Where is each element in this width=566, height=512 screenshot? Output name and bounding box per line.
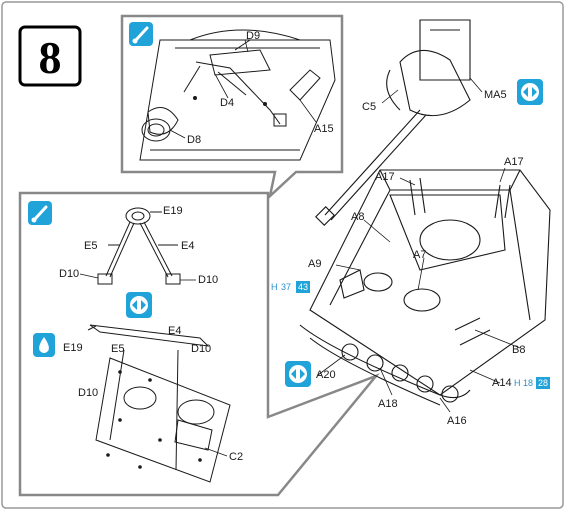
- main-vehicle-drawing: C5 MA5 A17 A17 A8 A9 A7 H 37 43 A20 A18 …: [271, 19, 551, 427]
- callout-d8: D8: [187, 134, 201, 146]
- callout-a20: A20: [316, 369, 336, 381]
- cement-drop-icon: [33, 333, 55, 357]
- mirror-arrows-icon: [517, 79, 543, 105]
- paint-ref-code: 43: [298, 282, 308, 292]
- callout-a8: A8: [351, 211, 364, 223]
- mirror-arrows-icon: [126, 292, 152, 318]
- paint-ref-h18-28: H 18 28: [514, 377, 550, 389]
- callout-e4: E4: [181, 240, 194, 252]
- callout-e4: E4: [168, 325, 181, 337]
- callout-e5: E5: [84, 240, 97, 252]
- step-number: 8: [39, 32, 62, 83]
- callout-ma5: MA5: [484, 89, 507, 101]
- callout-e19: E19: [163, 205, 183, 217]
- glue-bottle-icon: [28, 201, 52, 225]
- callout-c2: C2: [229, 451, 243, 463]
- callout-a17: A17: [504, 156, 524, 168]
- paint-ref-code: 18: [523, 378, 533, 388]
- callout-e19: E19: [63, 342, 83, 354]
- callout-a14: A14: [492, 377, 512, 389]
- paint-ref-code: 28: [538, 378, 548, 388]
- mirror-arrows-icon: [285, 361, 311, 387]
- callout-c5: C5: [362, 101, 376, 113]
- callout-d10: D10: [78, 387, 98, 399]
- callout-a15: A15: [314, 123, 334, 135]
- strut-subassembly-drawing: [97, 207, 181, 285]
- callout-a17: A17: [375, 171, 395, 183]
- callout-e5: E5: [111, 343, 124, 355]
- callout-a18: A18: [378, 398, 398, 410]
- top-detail-panel: D9 D4 D8 A15: [120, 14, 344, 200]
- glue-bottle-icon: [129, 22, 153, 46]
- paint-ref-h37-43: H 37 43: [271, 281, 310, 293]
- hull-plate-drawing: [87, 324, 231, 483]
- left-detail-panel: E19 E5 E4 D10 D10: [18, 191, 380, 497]
- paint-ref-prefix: H: [271, 282, 278, 292]
- callout-d10: D10: [59, 268, 79, 280]
- paint-ref-code: 37: [281, 282, 291, 292]
- callout-a9: A9: [308, 258, 321, 270]
- callout-d10: D10: [198, 274, 218, 286]
- callout-b8: B8: [512, 344, 525, 356]
- callout-d10: D10: [191, 343, 211, 355]
- callout-d9: D9: [246, 30, 260, 42]
- callout-a16: A16: [447, 415, 467, 427]
- paint-ref-prefix: H: [514, 378, 521, 388]
- hull-detail-drawing: [139, 29, 336, 161]
- callout-a7: A7: [413, 249, 426, 261]
- callout-d4: D4: [220, 97, 234, 109]
- step-number-box: 8: [18, 25, 82, 87]
